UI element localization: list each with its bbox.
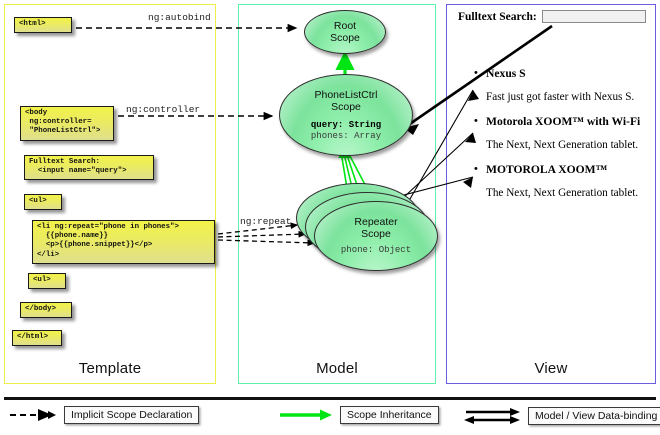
code-box-html-close: </html> [12, 330, 62, 347]
scope-ctrl-title-line1: PhoneListCtrl [314, 89, 378, 101]
legend-label-inheritance: Scope Inheritance [340, 406, 439, 424]
panel-label-model: Model [316, 360, 358, 377]
panel-label-template: Template [78, 360, 142, 377]
scope-repeater-title-line1: Repeater [354, 216, 398, 229]
code-box-body-close: </body> [20, 302, 72, 319]
dashed-arrow-icon [10, 409, 56, 421]
phone-snippet: The Next, Next Generation tablet. [486, 139, 639, 151]
green-arrow-icon [280, 409, 332, 421]
code-box-search: Fulltext Search: <input name="query"> [24, 155, 154, 181]
code-box-li-repeat: <li ng:repeat="phone in phones"> {{phone… [32, 220, 215, 264]
scope-repeater-title-line2: Scope [361, 228, 391, 241]
scope-root-title-line1: Root [333, 20, 357, 32]
code-box-body-open: <body ng:controller= "PhoneListCtrl"> [20, 106, 114, 141]
scope-root-title-line2: Scope [330, 32, 360, 44]
code-box-html-open: <html> [14, 17, 72, 34]
legend-divider [4, 397, 656, 400]
edge-label-ng-repeat: ng:repeat [240, 216, 292, 227]
phone-name: Nexus S [474, 66, 650, 81]
list-item[interactable]: Motorola XOOM™ with Wi-Fi The Next, Next… [452, 114, 650, 152]
legend-label-databinding: Model / View Data-binding [528, 407, 660, 425]
scope-phonelistctrl: PhoneListCtrl Scope query: String phones… [279, 74, 413, 156]
code-box-ul-close: <ul> [28, 273, 66, 290]
phone-snippet: Fast just got faster with Nexus S. [486, 91, 635, 103]
list-item[interactable]: MOTOROLA XOOM™ The Next, Next Generation… [452, 162, 650, 200]
scope-ctrl-title-line2: Scope [331, 101, 361, 113]
phone-list: Nexus S Fast just got faster with Nexus … [452, 66, 650, 200]
legend: Implicit Scope Declaration Scope Inherit… [0, 397, 660, 435]
view-search-row: Fulltext Search: [452, 10, 650, 23]
legend-item-model-view-data-binding: Model / View Data-binding [462, 406, 660, 426]
view-content: Fulltext Search: Nexus S Fast just got f… [452, 10, 650, 211]
edge-label-ng-autobind: ng:autobind [148, 12, 211, 23]
fulltext-search-input[interactable] [541, 10, 646, 23]
scope-ctrl-prop-phones: phones: Array [310, 130, 382, 141]
legend-label-implicit: Implicit Scope Declaration [64, 406, 200, 424]
edge-label-ng-controller: ng:controller [126, 104, 201, 115]
scope-repeater-prop-phone: phone: Object [340, 245, 412, 256]
legend-item-scope-inheritance: Scope Inheritance [278, 406, 439, 424]
panel-label-view: View [534, 360, 568, 377]
list-item[interactable]: Nexus S Fast just got faster with Nexus … [452, 66, 650, 104]
scope-ctrl-prop-query: query: String [310, 120, 382, 130]
scope-repeater: Repeater Scope phone: Object [314, 201, 438, 271]
scope-root: Root Scope [304, 10, 386, 54]
phone-name: Motorola XOOM™ with Wi-Fi [474, 114, 650, 129]
legend-item-implicit-scope-declaration: Implicit Scope Declaration [8, 406, 200, 424]
double-arrow-icon [464, 408, 520, 424]
phone-name: MOTOROLA XOOM™ [474, 162, 650, 177]
code-box-ul-open: <ul> [24, 194, 62, 211]
fulltext-search-label: Fulltext Search: [458, 10, 537, 23]
phone-snippet: The Next, Next Generation tablet. [486, 187, 639, 199]
